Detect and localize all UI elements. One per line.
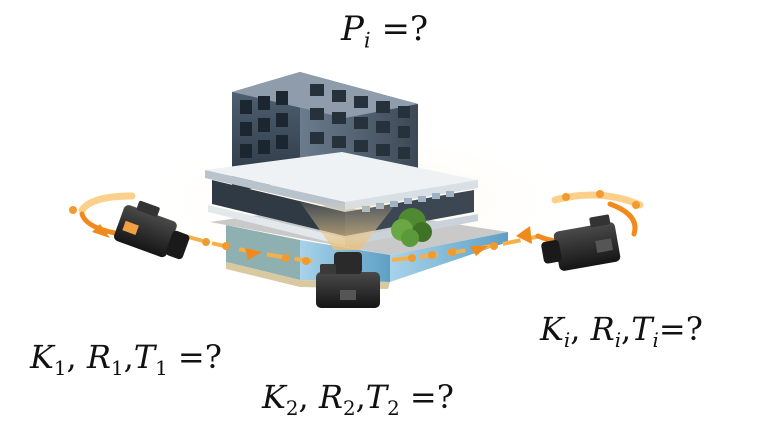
point-rest: =? — [370, 9, 429, 49]
camera-icon — [316, 252, 380, 308]
cam2-t-sub: 2 — [387, 396, 400, 420]
cam2-r: R — [318, 378, 343, 416]
cami-rest: =? — [658, 310, 703, 348]
cami-t: T — [631, 310, 653, 348]
tree-icon — [391, 208, 432, 247]
cami-k: K — [540, 310, 564, 348]
cam1-rest: =? — [167, 338, 222, 376]
cami-r: R — [590, 310, 615, 348]
cam1-r: R — [86, 338, 111, 376]
camera-view-beam — [300, 202, 395, 250]
camera-icon — [541, 214, 621, 271]
cam1-t-sub: 1 — [155, 356, 168, 380]
camera-2-params-label: K2, R2,T2 =? — [262, 378, 454, 420]
cam2-rest: =? — [399, 378, 454, 416]
camera-icon — [113, 200, 190, 260]
point-var: P — [341, 9, 364, 49]
cami-r-sub: i — [614, 328, 622, 352]
camera-trajectory — [69, 190, 644, 265]
cam1-r-sub: 1 — [110, 356, 124, 380]
cam2-t: T — [365, 378, 388, 416]
camera-1-params-label: K1, R1,T1 =? — [30, 338, 222, 380]
camera-i-params-label: Ki, Ri,Ti=? — [540, 310, 703, 352]
cam2-k-sub: 2 — [285, 396, 299, 420]
cam2-k: K — [262, 378, 286, 416]
point-sub: i — [363, 27, 371, 53]
cam1-k-sub: 1 — [53, 356, 67, 380]
cam1-t: T — [133, 338, 156, 376]
cam1-k: K — [30, 338, 54, 376]
point-unknown-label: Pi =? — [341, 9, 428, 52]
cam2-r-sub: 2 — [342, 396, 356, 420]
cami-k-sub: i — [563, 328, 571, 352]
cami-t-sub: i — [652, 328, 659, 352]
